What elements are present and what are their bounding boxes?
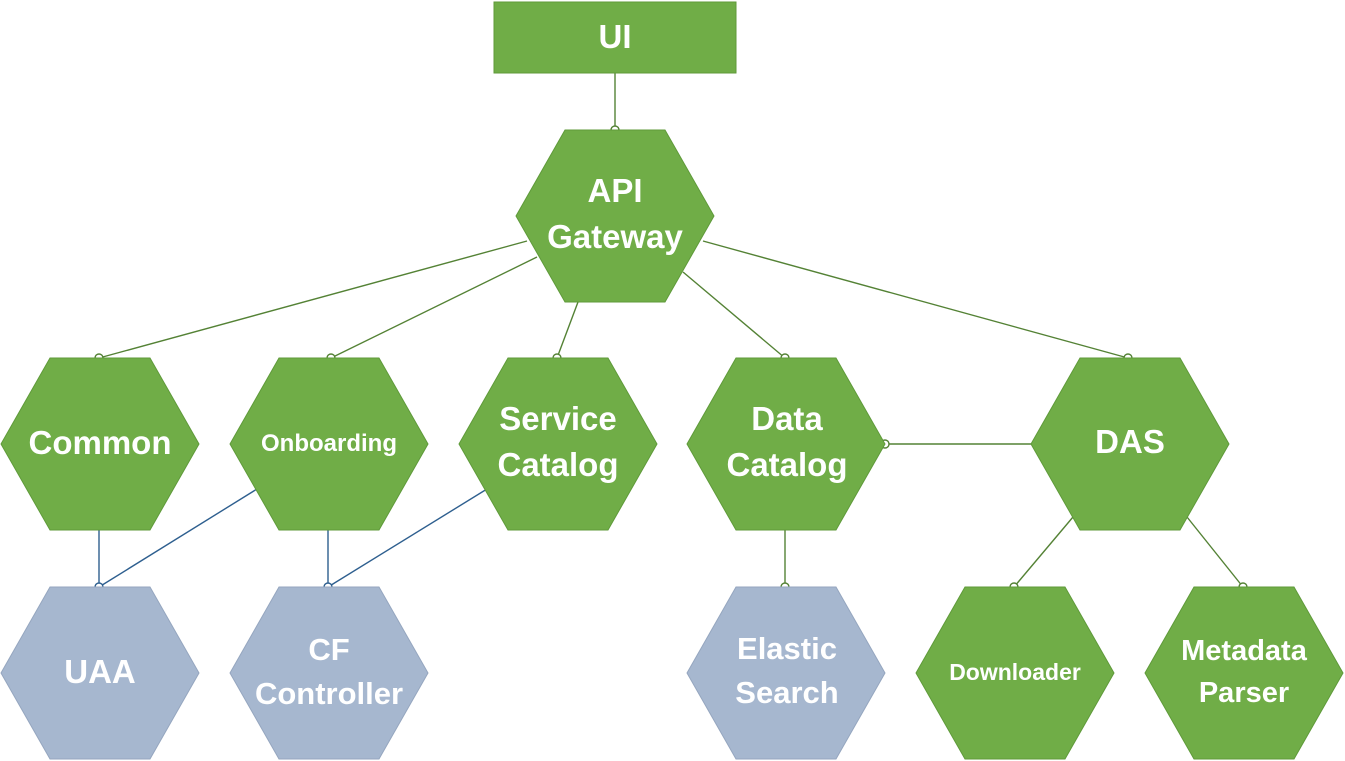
node-uaa-label: UAA (64, 653, 136, 690)
node-elastic-search-shape (686, 586, 886, 760)
node-downloader[interactable]: Downloader (915, 586, 1115, 760)
node-das[interactable]: DAS (1030, 357, 1230, 531)
edge-das-downloader (1013, 516, 1074, 588)
node-label-line: Parser (1199, 677, 1289, 709)
node-label-line: UAA (64, 653, 136, 690)
node-label-line: UI (599, 18, 632, 55)
node-label-line: Controller (255, 676, 403, 711)
node-label-line: Search (735, 675, 838, 710)
node-label-line: Metadata (1181, 635, 1308, 667)
node-common-label: Common (29, 424, 172, 461)
node-api-gateway-shape (515, 129, 715, 303)
node-ui-label: UI (599, 18, 632, 55)
node-das-label: DAS (1095, 423, 1165, 460)
edge-service-catalog-cf-controller (327, 488, 488, 588)
node-cf-controller[interactable]: CF Controller (229, 586, 429, 760)
node-label-line: Gateway (547, 218, 683, 255)
node-api-gateway-label: API Gateway (547, 172, 683, 255)
node-api-gateway[interactable]: API Gateway (515, 129, 715, 303)
node-downloader-shape (915, 586, 1115, 760)
node-label-line: API (587, 172, 642, 209)
node-service-catalog-shape (458, 357, 658, 531)
node-ui[interactable]: UI (493, 1, 737, 74)
node-onboarding-label: Onboarding (261, 430, 397, 457)
node-label-line: Data (751, 400, 823, 437)
node-label-line: Service (499, 400, 616, 437)
node-onboarding[interactable]: Onboarding (229, 357, 429, 531)
node-label-line: Common (29, 424, 172, 461)
node-onboarding-shape (229, 357, 429, 531)
node-common[interactable]: Common (0, 357, 200, 531)
edge-api-gateway-common (98, 240, 528, 359)
node-uaa-shape (0, 586, 200, 760)
node-cf-controller-label: CF Controller (255, 632, 403, 711)
node-common-shape (0, 357, 200, 531)
edge-api-gateway-das (702, 240, 1129, 359)
edge-api-gateway-service-catalog (556, 301, 579, 359)
node-cf-controller-shape (229, 586, 429, 760)
node-label-line: Downloader (949, 659, 1081, 685)
node-label-line: Catalog (497, 446, 618, 483)
node-label-line: Catalog (726, 446, 847, 483)
node-data-catalog-shape (686, 357, 886, 531)
node-uaa[interactable]: UAA (0, 586, 200, 760)
node-das-shape (1030, 357, 1230, 531)
node-label-line: CF (308, 632, 349, 667)
edge-onboarding-uaa (98, 488, 258, 588)
edge-api-gateway-data-catalog (682, 271, 786, 359)
edge-das-metadata-parser (1186, 516, 1244, 588)
node-label-line: DAS (1095, 423, 1165, 460)
node-label-line: Onboarding (261, 430, 397, 457)
node-ui-shape (493, 1, 737, 74)
node-metadata-parser-shape (1144, 586, 1344, 760)
node-label-line: Elastic (737, 631, 837, 666)
edge-api-gateway-onboarding (330, 256, 538, 359)
node-downloader-label: Downloader (949, 659, 1081, 685)
